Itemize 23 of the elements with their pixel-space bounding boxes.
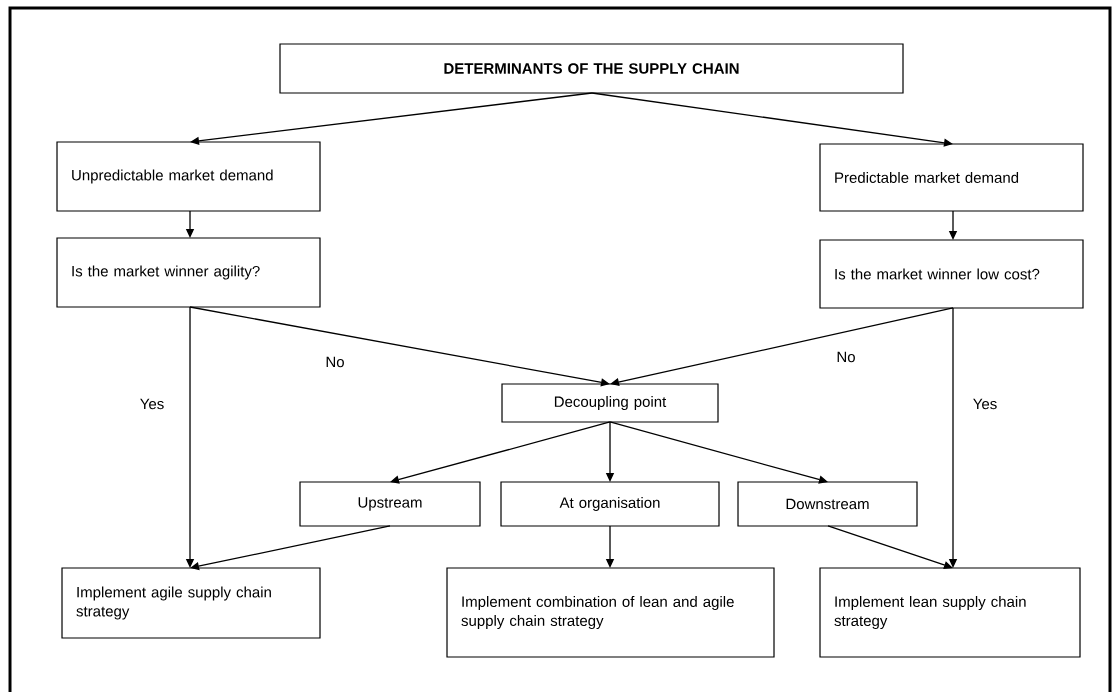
- arrow: [390, 421, 611, 484]
- process-box: DETERMINANTS OF THE SUPPLY CHAIN: [279, 43, 904, 94]
- process-box: Is the market winner low cost?: [819, 239, 1084, 309]
- process-box: Implement lean supply chain strategy: [819, 567, 1081, 658]
- arrow: [591, 92, 953, 147]
- arrow: [609, 421, 828, 484]
- process-box: At organisation: [500, 481, 720, 527]
- process-box: Is the market winner agility?: [56, 237, 321, 308]
- arrow: [190, 525, 391, 571]
- edge-label: No: [323, 354, 347, 370]
- process-box: Implement combination of lean and agile supply chain strategy: [446, 567, 775, 658]
- edge-label: Yes: [137, 396, 167, 412]
- process-box: Upstream: [299, 481, 481, 527]
- process-box: Downstream: [737, 481, 918, 527]
- edge-label: No: [834, 349, 858, 365]
- arrow: [610, 307, 954, 387]
- process-box: Implement agile supply chain strategy: [61, 567, 321, 639]
- process-box: Unpredictable market demand: [56, 141, 321, 212]
- process-box: Decoupling point: [501, 383, 719, 423]
- arrow: [190, 92, 593, 146]
- arrow: [189, 306, 610, 387]
- edge-label: Yes: [970, 396, 1000, 412]
- process-box: Predictable market demand: [819, 143, 1084, 212]
